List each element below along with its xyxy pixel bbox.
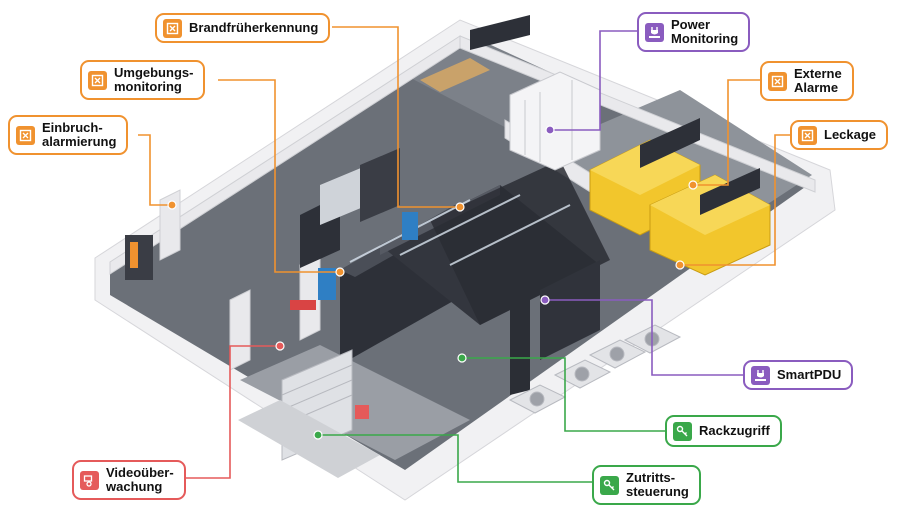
connector-brandfrueherkennung bbox=[332, 26, 460, 208]
vending-machine bbox=[125, 235, 153, 280]
callout-zutrittssteuerung: Zutritts- steuerung bbox=[592, 465, 701, 505]
callout-label: Leckage bbox=[824, 127, 877, 142]
camera-icon bbox=[80, 470, 99, 490]
generators bbox=[589, 118, 771, 276]
callout-videoueberwachung: Videoüber- wachung bbox=[72, 460, 186, 500]
callout-label: Power Monitoring bbox=[671, 17, 739, 46]
callout-einbruchalarmierung: Einbruch- alarmierung bbox=[8, 115, 129, 155]
callout-brandfrueherkennung: Brandfrüherkennung bbox=[155, 13, 331, 43]
office-desk bbox=[420, 58, 490, 92]
server-rack-rows bbox=[340, 160, 610, 395]
fire-sensor-icon bbox=[163, 18, 182, 38]
callout-label: Zutritts- steuerung bbox=[626, 470, 689, 499]
callout-label: Externe Alarme bbox=[794, 66, 842, 95]
callout-label: Rackzugriff bbox=[699, 423, 770, 438]
intrusion-sensor-icon bbox=[16, 125, 35, 145]
connector-einbruchalarmierung bbox=[138, 134, 172, 206]
callout-label: SmartPDU bbox=[777, 367, 842, 382]
callout-label: Videoüber- wachung bbox=[106, 465, 174, 494]
connector-power-monitoring bbox=[550, 30, 637, 131]
access-control-icon bbox=[600, 475, 619, 495]
connector-lines bbox=[138, 26, 790, 483]
small-rack-row bbox=[300, 148, 400, 268]
connector-zutrittssteuerung bbox=[318, 434, 592, 483]
callout-label: Brandfrüherkennung bbox=[189, 20, 319, 35]
vending-screen bbox=[130, 242, 138, 268]
entrance-gate bbox=[238, 349, 380, 478]
connector-smartpdu bbox=[545, 299, 745, 376]
callout-label: Umgebungs- monitoring bbox=[114, 65, 194, 94]
connector-leckage bbox=[680, 134, 790, 266]
connector-rackzugriff bbox=[462, 357, 665, 432]
connector-videoueberwachung bbox=[168, 345, 280, 479]
connector-externe-alarme bbox=[693, 79, 762, 186]
environment-sensor-icon bbox=[88, 70, 107, 90]
callout-externe-alarme: Externe Alarme bbox=[760, 61, 854, 101]
blue-cabinet bbox=[318, 268, 336, 300]
callout-rackzugriff: Rackzugriff bbox=[665, 415, 782, 447]
callout-label: Einbruch- alarmierung bbox=[42, 120, 117, 149]
callout-leckage: Leckage bbox=[790, 120, 889, 150]
alarm-sensor-icon bbox=[768, 71, 787, 91]
callout-power-monitoring: Power Monitoring bbox=[637, 12, 751, 52]
fire-equipment bbox=[290, 300, 316, 310]
callout-smartpdu: SmartPDU bbox=[743, 360, 854, 390]
leak-sensor-icon bbox=[798, 125, 817, 145]
sensor-points bbox=[167, 125, 698, 440]
blue-cabinet bbox=[402, 212, 418, 240]
power-meter-icon bbox=[645, 22, 664, 42]
power-cabinets bbox=[470, 15, 601, 171]
callout-umgebungsmonitoring: Umgebungs- monitoring bbox=[80, 60, 206, 100]
connector-umgebungsmonitoring bbox=[218, 79, 340, 273]
rack-access-icon bbox=[673, 421, 692, 441]
pdu-icon bbox=[751, 365, 770, 385]
fire-equipment bbox=[355, 405, 369, 419]
